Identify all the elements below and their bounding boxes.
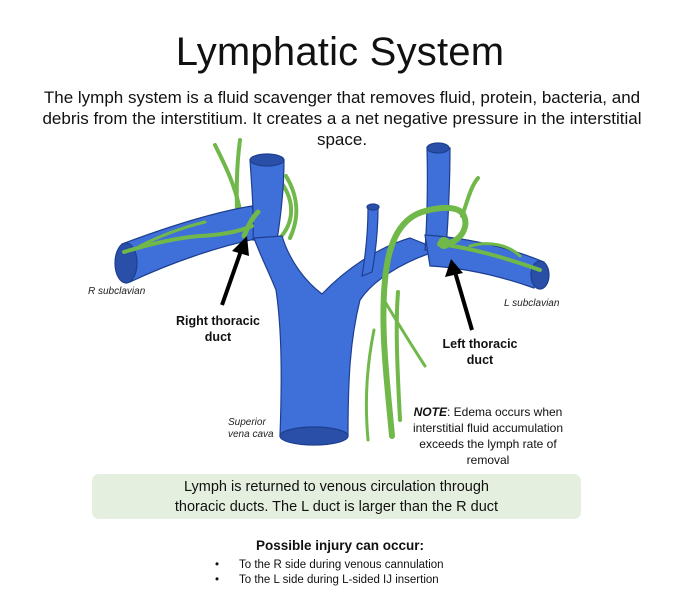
svc-label-line1: Superior: [228, 417, 266, 428]
right-duct-line1: Right thoracic: [175, 314, 261, 328]
r-subclavian-label: R subclavian: [88, 286, 146, 297]
summary-line1: Lymph is returned to venous circulation …: [184, 479, 489, 495]
injury-list: To the R side during venous cannulation …: [215, 558, 444, 588]
l-subclavian-label: L subclavian: [504, 298, 560, 309]
right-subclavian-end: [114, 242, 138, 284]
summary-box: Lymph is returned to venous circulation …: [92, 474, 581, 519]
lymph-vessel: [460, 176, 480, 218]
left-jugular-end: [426, 142, 450, 154]
middle-branch-vein: [361, 207, 379, 277]
left-duct-arrowhead: [445, 259, 463, 277]
lymph-vessel: [276, 180, 294, 242]
left-thoracic-duct-junction: [438, 237, 450, 249]
injury-item: To the L side during L-sided IJ insertio…: [215, 573, 444, 588]
left-duct-line2: duct: [466, 353, 494, 367]
note-text: : Edema occurs when interstitial fluid a…: [412, 405, 564, 467]
lymph-vessel: [438, 242, 542, 272]
left-duct-line1: Left thoracic: [442, 337, 518, 351]
injury-title: Possible injury can occur:: [255, 538, 425, 553]
lymph-vessel: [468, 242, 522, 258]
right-duct-line2: duct: [204, 330, 232, 344]
summary-line2: thoracic ducts. The L duct is larger tha…: [174, 499, 499, 515]
injury-item: To the R side during venous cannulation: [215, 558, 444, 573]
left-thoracic-duct-label: Left thoracic duct: [430, 336, 530, 368]
lymph-vessel: [138, 220, 207, 248]
lymph-vessel: [284, 174, 299, 240]
left-duct-arrow-shaft: [453, 271, 474, 331]
right-duct-arrow-shaft: [220, 247, 244, 306]
lymph-vessels-front: [122, 174, 542, 442]
lymph-vessel: [122, 224, 254, 254]
pointer-arrows: [220, 236, 474, 331]
middle-branch-end: [366, 203, 380, 211]
svc-end: [279, 426, 349, 446]
intro-text: The lymph system is a fluid scavenger th…: [42, 88, 642, 149]
right-jugular-vein: [249, 159, 285, 241]
right-thoracic-duct-vessel: [241, 209, 261, 239]
svc-label: Superior vena cava: [228, 417, 274, 441]
lymph-vessel: [382, 298, 427, 368]
veins: [114, 142, 550, 446]
right-thoracic-duct-label: Right thoracic duct: [168, 313, 268, 345]
svc-trunk: [253, 235, 442, 437]
left-subclavian-end: [530, 260, 550, 290]
page-title: Lymphatic System: [175, 30, 505, 74]
note-prefix: NOTE: [413, 405, 447, 419]
right-duct-arrowhead: [232, 236, 249, 256]
lymph-vessel: [364, 328, 376, 442]
right-jugular-end: [249, 153, 285, 167]
edema-note: NOTE: Edema occurs when interstitial flu…: [398, 404, 578, 468]
left-thoracic-duct-vessel: [380, 204, 469, 439]
lymph-vessel: [394, 290, 402, 422]
svc-label-line2: vena cava: [228, 429, 274, 440]
